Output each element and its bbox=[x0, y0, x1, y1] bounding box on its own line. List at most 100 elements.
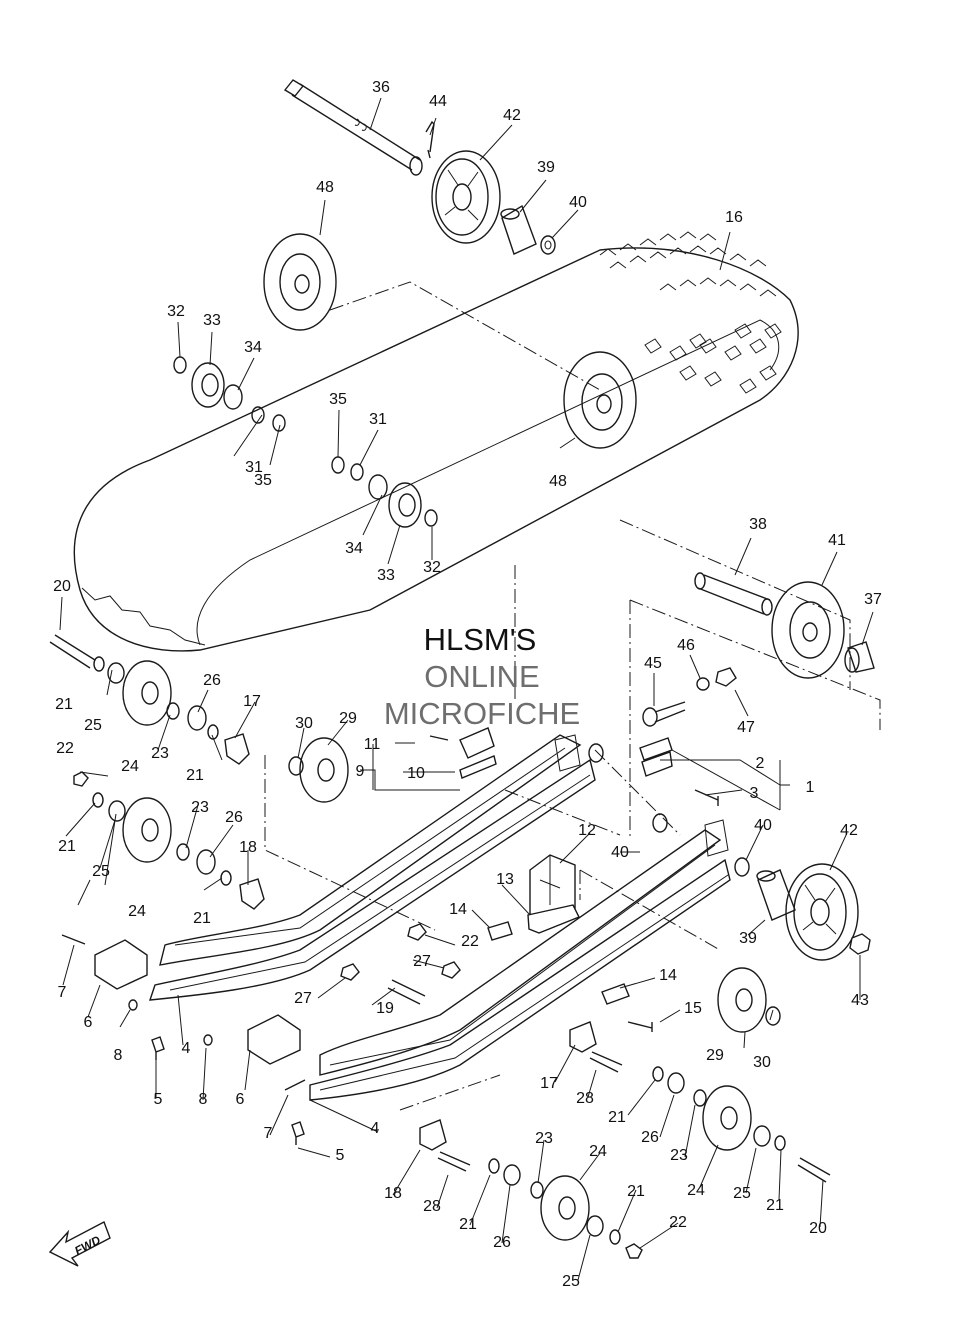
callout-3: 3 bbox=[750, 785, 759, 802]
callout-24: 24 bbox=[589, 1143, 607, 1160]
pin-15 bbox=[627, 1021, 653, 1032]
bracket-2 bbox=[639, 737, 673, 777]
watermark-line-2: ONLINE bbox=[424, 659, 539, 694]
callout-36: 36 bbox=[372, 79, 390, 96]
callout-27: 27 bbox=[413, 953, 431, 970]
callout-20: 20 bbox=[809, 1220, 827, 1237]
washer-40-c bbox=[734, 857, 750, 877]
callout-1: 1 bbox=[806, 779, 815, 796]
leader-lines bbox=[264, 281, 881, 1111]
rear-wheel-42-top bbox=[431, 150, 501, 244]
wheel-stack-lower-left bbox=[488, 1158, 643, 1259]
wheel-41 bbox=[771, 581, 845, 679]
rear-wheel-42-right bbox=[785, 863, 859, 961]
bearing-group-right bbox=[331, 456, 438, 528]
cotter-pin-44 bbox=[425, 120, 435, 159]
callout-21: 21 bbox=[186, 767, 204, 784]
callout-21: 21 bbox=[608, 1109, 626, 1126]
callout-10: 10 bbox=[407, 765, 425, 782]
rear-axle-36 bbox=[283, 79, 423, 176]
pin-7-left bbox=[61, 934, 86, 945]
callout-45: 45 bbox=[644, 655, 662, 672]
callout-6: 6 bbox=[236, 1091, 245, 1108]
callout-21: 21 bbox=[58, 838, 76, 855]
pin-3 bbox=[694, 789, 719, 806]
idler-wheel-48-upper bbox=[263, 233, 337, 331]
callout-34: 34 bbox=[345, 540, 363, 557]
callout-9: 9 bbox=[356, 763, 365, 780]
callout-6: 6 bbox=[84, 1014, 93, 1031]
callout-33: 33 bbox=[377, 567, 395, 584]
collar-37 bbox=[844, 641, 875, 673]
callout-25: 25 bbox=[84, 717, 102, 734]
callout-20: 20 bbox=[53, 578, 71, 595]
callout-48: 48 bbox=[316, 179, 334, 196]
callout-34: 34 bbox=[244, 339, 262, 356]
callout-15: 15 bbox=[684, 1000, 702, 1017]
track-cleats bbox=[599, 231, 782, 394]
pad-14-right bbox=[601, 983, 630, 1005]
washer-40-top-inner bbox=[544, 240, 552, 250]
callout-33: 33 bbox=[203, 312, 221, 329]
watermark: HLSM'S ONLINE MICROFICHE bbox=[384, 622, 580, 731]
bracket-13 bbox=[527, 904, 580, 934]
callout-41: 41 bbox=[828, 532, 846, 549]
washer-40-a bbox=[588, 743, 604, 763]
callout-32: 32 bbox=[167, 303, 185, 320]
stopper-6-right bbox=[247, 1014, 301, 1065]
callout-21: 21 bbox=[55, 696, 73, 713]
arm-17-top bbox=[224, 733, 250, 765]
callout-31: 31 bbox=[245, 459, 263, 476]
callout-19: 19 bbox=[376, 1000, 394, 1017]
callout-25: 25 bbox=[733, 1185, 751, 1202]
callout-30: 30 bbox=[753, 1054, 771, 1071]
callout-37: 37 bbox=[864, 591, 882, 608]
fwd-arrow: FWD bbox=[48, 1221, 111, 1267]
callout-13: 13 bbox=[496, 871, 514, 888]
callout-39: 39 bbox=[537, 159, 555, 176]
callout-5: 5 bbox=[336, 1147, 345, 1164]
callout-14: 14 bbox=[659, 967, 677, 984]
spacer-39-right bbox=[756, 869, 796, 921]
bearing-group-left bbox=[173, 356, 286, 432]
callout-23: 23 bbox=[535, 1130, 553, 1147]
callout-38: 38 bbox=[749, 516, 767, 533]
slide-rail-left bbox=[148, 734, 596, 1001]
arm-17-lower bbox=[569, 1021, 597, 1053]
callout-14: 14 bbox=[449, 901, 467, 918]
pin-7-right bbox=[284, 1079, 306, 1091]
callout-25: 25 bbox=[562, 1273, 580, 1290]
washer-8-left bbox=[128, 999, 138, 1011]
callout-18: 18 bbox=[384, 1185, 402, 1202]
spacer-39-top bbox=[500, 204, 537, 255]
bolt-45-set bbox=[642, 667, 737, 727]
callout-21: 21 bbox=[627, 1183, 645, 1200]
callout-40: 40 bbox=[569, 194, 587, 211]
bolt-28-b bbox=[437, 1151, 471, 1172]
nut-27-b bbox=[340, 963, 360, 981]
callout-21: 21 bbox=[459, 1216, 477, 1233]
callout-26: 26 bbox=[203, 672, 221, 689]
callout-22: 22 bbox=[56, 740, 74, 757]
collar-30-upper bbox=[288, 756, 304, 776]
callout-30: 30 bbox=[295, 715, 313, 732]
arm-18-lower bbox=[419, 1119, 447, 1151]
bolt-28-a bbox=[589, 1051, 623, 1073]
callout-47: 47 bbox=[737, 719, 755, 736]
callout-29: 29 bbox=[339, 710, 357, 727]
callout-22: 22 bbox=[669, 1214, 687, 1231]
callout-26: 26 bbox=[641, 1129, 659, 1146]
callout-11: 11 bbox=[364, 736, 381, 753]
bolt-19 bbox=[387, 979, 426, 1005]
callout-39: 39 bbox=[739, 930, 757, 947]
callout-42: 42 bbox=[503, 107, 521, 124]
stopper-6-left bbox=[94, 939, 148, 990]
callout-25: 25 bbox=[92, 863, 110, 880]
callout-32: 32 bbox=[423, 559, 441, 576]
shaft-38 bbox=[694, 572, 773, 616]
callout-7: 7 bbox=[264, 1125, 273, 1142]
callout-21: 21 bbox=[193, 910, 211, 927]
nut-27-a bbox=[441, 961, 461, 979]
